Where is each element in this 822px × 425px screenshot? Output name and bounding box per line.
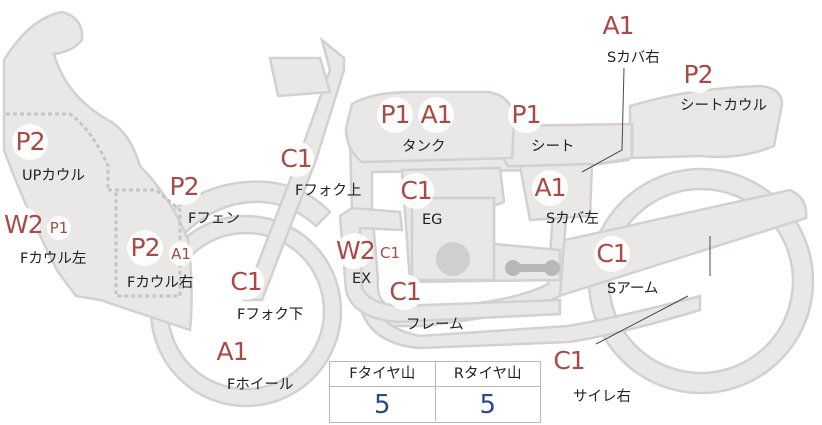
- label-swingarm: Sアーム: [607, 281, 659, 297]
- grade-exhaust-sub: C1: [378, 241, 402, 265]
- label-exhaust: EX: [352, 271, 372, 287]
- lower-rail[interactable]: [358, 294, 702, 350]
- grade-front-wheel: A1: [214, 334, 250, 370]
- label-fork-upper: Fフォク上: [295, 183, 362, 199]
- label-s-cover-right: Sカバ右: [607, 50, 660, 66]
- handlebar[interactable]: [268, 56, 332, 98]
- grade-swingarm: C1: [594, 236, 630, 272]
- label-seat-cowl: シートカウル: [680, 98, 767, 114]
- grade-tank-a: A1: [418, 97, 454, 133]
- grade-engine: C1: [398, 173, 434, 209]
- grade-s-cover-right: A1: [600, 8, 636, 44]
- grade-s-cover-left: A1: [532, 170, 568, 206]
- grade-cowl-right-main: P2: [127, 230, 163, 266]
- grade-silencer-right: C1: [551, 343, 587, 379]
- front-tread-value: 5: [330, 387, 436, 421]
- grade-fork-upper: C1: [278, 141, 314, 177]
- grade-cowl-right-sub: A1: [169, 242, 193, 266]
- label-s-cover-left: Sカバ左: [546, 211, 599, 227]
- grade-frame: C1: [387, 274, 423, 310]
- label-seat: シート: [531, 139, 575, 155]
- upper-cowl-divider: [6, 112, 110, 190]
- label-front-wheel: Fホイール: [227, 377, 294, 393]
- grade-fork-lower: C1: [228, 264, 264, 300]
- leader-silencer: [595, 295, 689, 345]
- grade-seat-cowl: P2: [680, 57, 716, 93]
- front-tread-header: Fタイヤ山: [330, 362, 436, 387]
- label-cowl-right: Fカウル右: [127, 275, 194, 291]
- label-up-cowl: UPカウル: [22, 168, 85, 184]
- label-cowl-left: Fカウル左: [20, 251, 87, 267]
- label-engine: EG: [422, 212, 443, 228]
- grade-tank-p: P1: [377, 97, 413, 133]
- footpeg-end-left: [505, 260, 521, 276]
- grade-up-cowl: P2: [12, 124, 48, 160]
- grade-cowl-left-sub: P1: [47, 216, 71, 240]
- grade-fender: P2: [166, 169, 202, 205]
- rear-tread-value: 5: [479, 390, 497, 420]
- label-tank: タンク: [402, 139, 446, 155]
- label-frame: フレーム: [406, 317, 464, 333]
- label-fender: Fフェン: [188, 211, 240, 227]
- grade-cowl-left-main: W2: [4, 207, 44, 243]
- label-silencer-right: サイレ右: [573, 389, 631, 405]
- rear-tread-header: Rタイヤ山: [435, 362, 540, 387]
- engine-cover: [436, 242, 470, 276]
- tread-table: Fタイヤ山 Rタイヤ山 5 5: [329, 361, 541, 423]
- label-fork-lower: Fフォク下: [237, 307, 304, 323]
- leader-s-cover-right: [581, 67, 625, 173]
- footpeg-end-right: [544, 260, 560, 276]
- grade-exhaust-main: W2: [336, 233, 376, 269]
- seat-cowl[interactable]: [628, 84, 784, 160]
- grade-seat: P1: [508, 97, 544, 133]
